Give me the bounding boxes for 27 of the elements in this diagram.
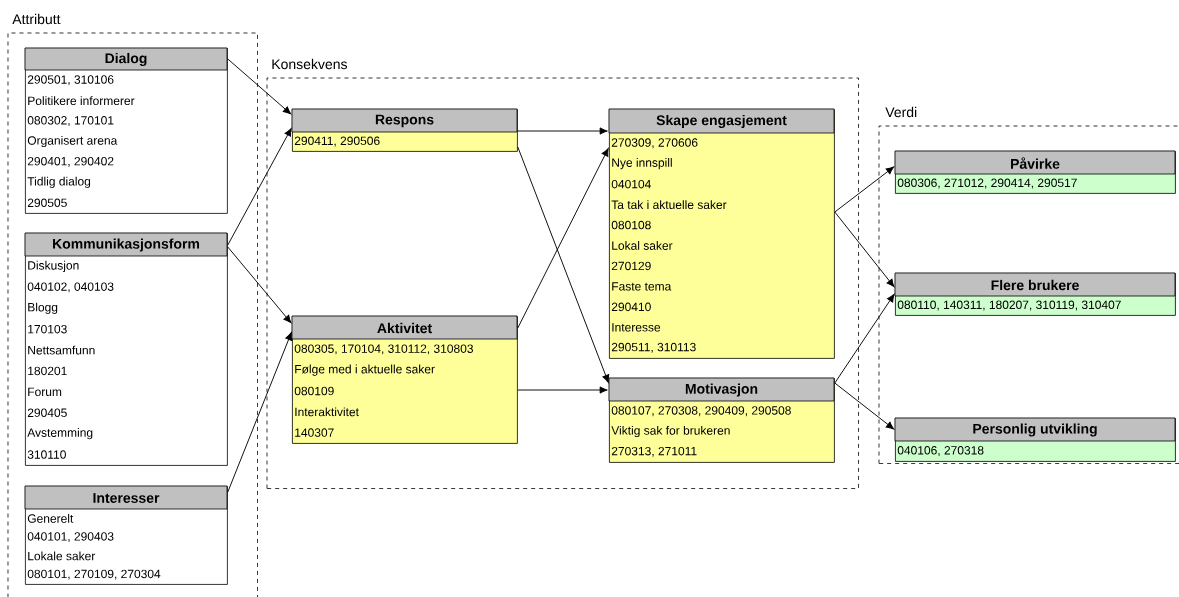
arrow xyxy=(834,382,895,430)
arrow xyxy=(227,332,293,493)
arrow xyxy=(227,128,292,246)
table-box: Aktivitet 080305, 170104, 310112, 310803 Følge med i aktuelle saker 080109 Interaktivitet 140307 xyxy=(291,315,518,444)
table-box: Personlig utvikling 040106, 270318 xyxy=(894,417,1176,462)
arrow xyxy=(517,127,608,135)
group-label: Konsekvens xyxy=(272,58,347,70)
group-label: Verdi xyxy=(885,106,917,118)
arrow xyxy=(834,166,895,213)
arrow xyxy=(834,211,895,288)
table-box: Skape engasjement 270309, 270606 Nye innspill 040104 Ta tak i aktuelle saker 080108 Lokal saker 270129 Faste tema 290410 Interesse 290511, 310113 xyxy=(608,108,835,359)
arrow xyxy=(517,386,608,394)
group-label: Attributt xyxy=(12,13,61,25)
table-box: Interesser Generelt 040101, 290403 Lokale saker 080101, 270109, 270304 xyxy=(24,485,228,585)
dashed-group-box xyxy=(266,77,859,489)
arrow xyxy=(834,293,895,384)
arrow xyxy=(517,146,610,383)
table-box: Motivasjon 080107, 270308, 290409, 290508 Viktig sak for brukeren 270313, 271011 xyxy=(608,377,835,463)
table-box: Påvirke 080306, 271012, 290414, 290517 xyxy=(894,150,1176,194)
table-box: Dialog 290501, 310106 Politikere informerer 080302, 170101 Organisert arena 290401, 290402 Tidlig dialog 290505 xyxy=(24,47,228,214)
arrow xyxy=(517,148,609,329)
table-box: Flere brukere 080110, 140311, 180207, 310119, 310407 xyxy=(894,272,1176,316)
arrow xyxy=(227,246,292,324)
dashed-group-box xyxy=(7,32,258,597)
arrow xyxy=(227,58,292,115)
table-box: Kommunikasjonsform Diskusjon 040102, 040103 Blogg 170103 Nettsamfunn 180201 Forum 290405 Avstemming 310110 xyxy=(24,232,228,466)
table-box: Respons 290411, 290506 xyxy=(291,108,518,152)
